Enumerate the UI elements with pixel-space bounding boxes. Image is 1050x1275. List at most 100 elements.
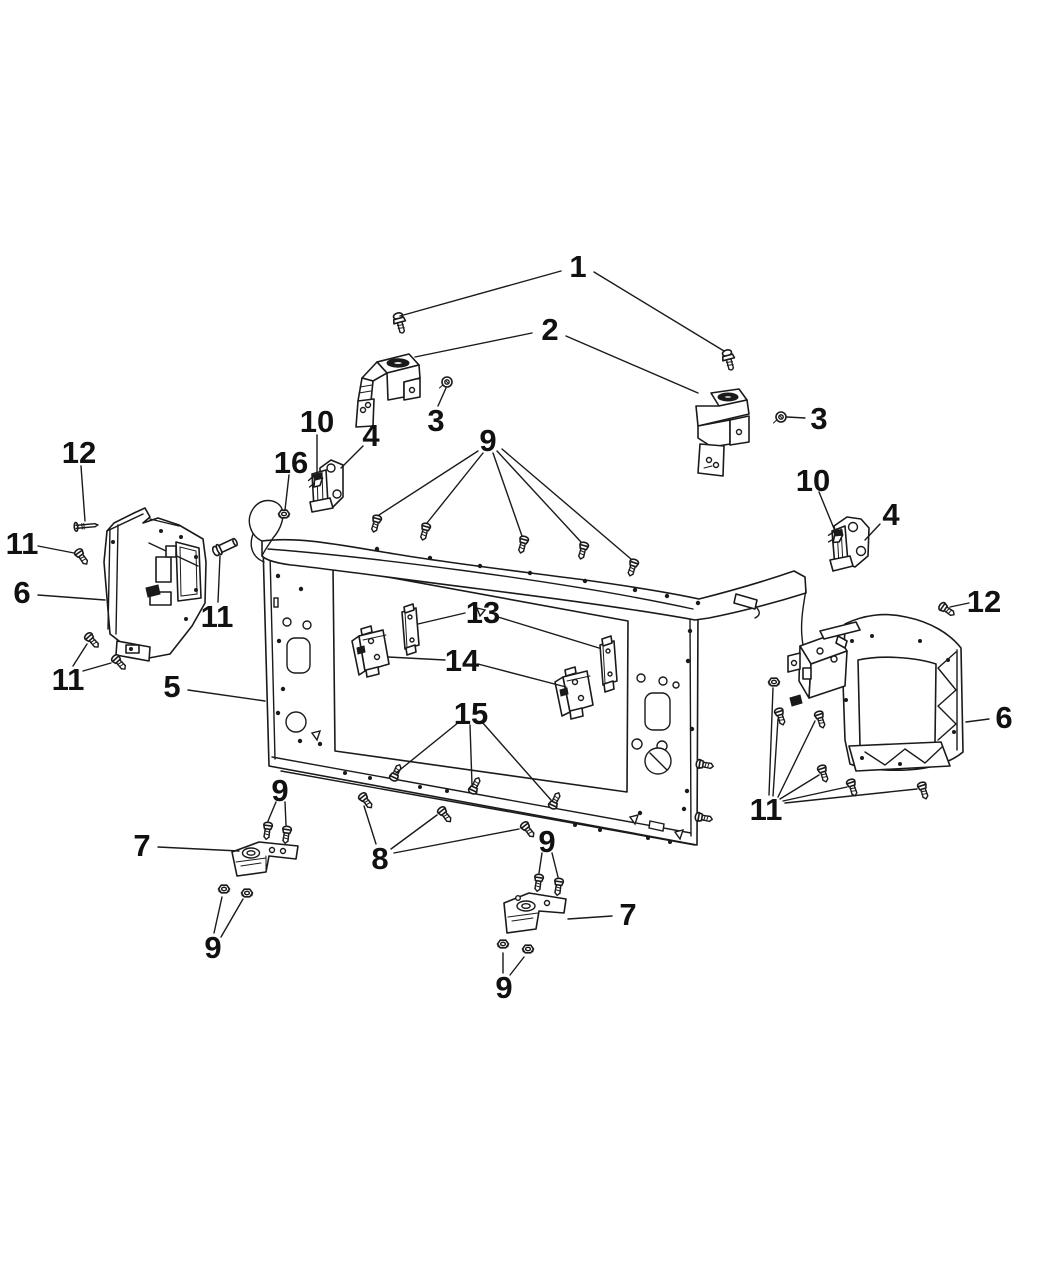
nut-icon — [277, 509, 291, 519]
leader-line — [965, 718, 990, 723]
screw-icon — [936, 600, 958, 620]
callout-6[interactable]: 6 — [13, 575, 30, 610]
callout-12[interactable]: 12 — [62, 435, 96, 470]
callout-2[interactable]: 2 — [541, 312, 558, 347]
screw-icon — [772, 706, 789, 727]
callout-16[interactable]: 16 — [274, 445, 308, 480]
leader-line — [399, 270, 562, 317]
nut-icon — [240, 888, 254, 898]
screw-icon — [812, 709, 829, 730]
callout-11[interactable]: 11 — [52, 662, 85, 697]
leader-line — [777, 720, 816, 798]
callout-14[interactable]: 14 — [445, 643, 480, 678]
leader-line — [779, 774, 820, 800]
leader-line — [217, 555, 221, 603]
callout-4[interactable]: 4 — [882, 497, 900, 532]
leader-line — [340, 445, 364, 469]
screw-icon — [575, 540, 590, 561]
leader-line — [501, 448, 632, 560]
callout-9[interactable]: 9 — [538, 824, 555, 859]
callout-15[interactable]: 15 — [454, 696, 488, 731]
wscrew-icon — [772, 411, 787, 424]
callout-8[interactable]: 8 — [371, 841, 388, 876]
leader-line — [393, 828, 520, 854]
nut-icon — [767, 677, 781, 687]
pin-icon — [73, 519, 100, 533]
plate-7-right — [503, 892, 567, 934]
leader-line — [395, 721, 460, 774]
bracket-13-right — [599, 635, 618, 693]
callout-7[interactable]: 7 — [619, 897, 636, 932]
callout-10[interactable]: 10 — [300, 404, 334, 439]
leader-line — [864, 523, 881, 541]
callout-1[interactable]: 1 — [569, 249, 586, 284]
longbolt-icon — [210, 535, 240, 558]
leader-line — [80, 465, 86, 522]
leader-line — [772, 718, 779, 797]
leader-line — [497, 616, 600, 649]
screw-icon — [624, 557, 641, 578]
leader-line — [426, 452, 484, 524]
leader-line — [72, 643, 88, 667]
leader-line — [82, 662, 112, 672]
screw-icon — [368, 513, 383, 534]
leader-line — [213, 896, 223, 934]
leader-line — [782, 786, 848, 802]
screw-icon — [417, 521, 432, 542]
screw-icon — [518, 819, 538, 841]
leader-line — [267, 801, 277, 822]
upper-crossmember — [248, 499, 807, 646]
leader-line — [469, 724, 473, 786]
callout-11[interactable]: 11 — [750, 792, 783, 827]
leader-line — [567, 915, 613, 920]
screw-icon — [515, 534, 530, 555]
screw-icon — [72, 546, 92, 568]
nut-icon — [496, 939, 510, 949]
screw-icon — [815, 763, 832, 784]
stud-icon — [719, 347, 739, 373]
callout-9[interactable]: 9 — [204, 930, 221, 965]
nut-icon — [217, 884, 231, 894]
callout-7[interactable]: 7 — [133, 828, 150, 863]
leader-line — [477, 663, 567, 688]
callout-3[interactable]: 3 — [427, 403, 444, 438]
leader-line — [551, 852, 559, 878]
leader-line — [387, 656, 446, 661]
bracket-14-right — [554, 666, 594, 720]
leader-line — [363, 805, 377, 845]
callout-9[interactable]: 9 — [479, 423, 496, 458]
callout-11[interactable]: 11 — [201, 599, 234, 634]
screw-icon — [261, 820, 274, 841]
screw-icon — [435, 804, 455, 826]
screw-icon — [532, 872, 545, 893]
callout-12[interactable]: 12 — [967, 584, 1001, 619]
leader-line — [818, 491, 836, 532]
callout-9[interactable]: 9 — [271, 773, 288, 808]
plate-7-left — [231, 841, 299, 877]
bracket-13-left — [401, 603, 420, 656]
screw-icon — [915, 780, 932, 801]
screw-icon — [694, 758, 715, 772]
screw-icon — [552, 876, 565, 897]
screw-icon — [280, 824, 293, 845]
bracket-14-left — [351, 625, 390, 678]
leader-line — [378, 450, 479, 516]
screw-icon — [82, 630, 103, 651]
right-headlamp-housing — [787, 613, 964, 772]
leader-line — [220, 898, 244, 938]
callout-10[interactable]: 10 — [796, 463, 830, 498]
callout-3[interactable]: 3 — [810, 401, 827, 436]
callout-11[interactable]: 11 — [6, 526, 39, 561]
leader-line — [437, 387, 447, 407]
callout-4[interactable]: 4 — [362, 418, 380, 453]
leader-line — [949, 602, 970, 608]
leader-line — [492, 452, 523, 537]
callout-6[interactable]: 6 — [995, 700, 1012, 735]
leader-line — [390, 814, 438, 850]
leader-line — [157, 846, 240, 852]
callout-13[interactable]: 13 — [466, 595, 500, 630]
callout-5[interactable]: 5 — [163, 669, 180, 704]
callout-9[interactable]: 9 — [495, 970, 512, 1005]
